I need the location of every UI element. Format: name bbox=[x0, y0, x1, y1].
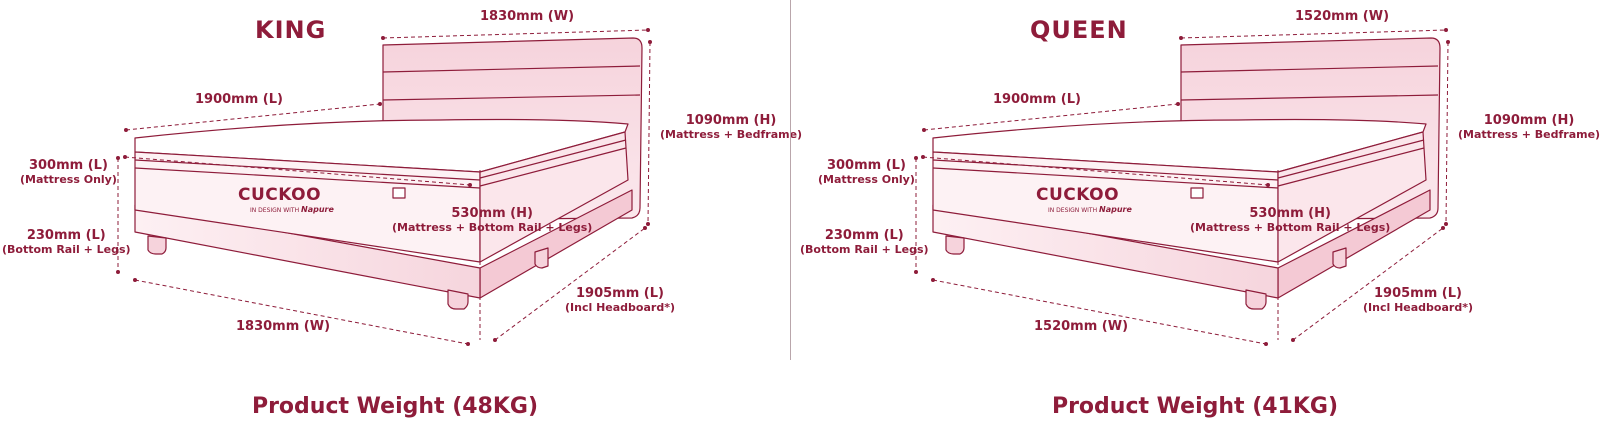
total-height-label: 1090mm (H) (Mattress + Bedframe) bbox=[660, 113, 803, 141]
king-bed-illustration bbox=[116, 28, 652, 346]
size-title: QUEEN bbox=[1030, 16, 1128, 44]
queen-panel: QUEEN 1520mm (W) 1900mm (L) 1090mm (H) (… bbox=[800, 0, 1600, 432]
rail-height-label: 230mm (L) (Bottom Rail + Legs) bbox=[2, 228, 131, 256]
brand-tagline: IN DESIGN WITH Napure bbox=[1048, 205, 1132, 214]
dim-total-height bbox=[1445, 41, 1449, 225]
panel-divider bbox=[790, 0, 791, 360]
mattress-side bbox=[1277, 131, 1427, 263]
brand-tagline: IN DESIGN WITH Napure bbox=[250, 205, 334, 214]
brand-logo: CUCKOO bbox=[238, 185, 322, 205]
length-label: 1900mm (L) bbox=[195, 92, 283, 107]
leg-front-right bbox=[447, 289, 469, 310]
queen-bed-illustration bbox=[914, 28, 1450, 346]
dim-total-height bbox=[647, 41, 651, 225]
king-panel: KING 1830mm (W) 1900mm (L) 1090mm (H) (M… bbox=[0, 0, 802, 432]
headboard-width-label: 1520mm (W) bbox=[1295, 9, 1390, 24]
front-height-label: 530mm (H) (Mattress + Bottom Rail + Legs… bbox=[392, 206, 593, 234]
dim-headboard-width bbox=[382, 29, 649, 39]
dim-mattress-top-edge bbox=[922, 156, 1269, 186]
front-width-label: 1830mm (W) bbox=[236, 319, 331, 334]
mattress-height-label: 300mm (L) (Mattress Only) bbox=[20, 158, 117, 186]
dim-side-length bbox=[494, 227, 646, 341]
front-height-label: 530mm (H) (Mattress + Bottom Rail + Legs… bbox=[1190, 206, 1391, 234]
leg-front-left bbox=[945, 235, 965, 255]
dim-length bbox=[125, 103, 381, 131]
leg-front-left bbox=[147, 235, 167, 255]
mattress-tag bbox=[1190, 187, 1204, 199]
dim-mattress-top-edge bbox=[124, 156, 471, 186]
front-width-label: 1520mm (W) bbox=[1034, 319, 1129, 334]
dim-front-width bbox=[134, 279, 469, 345]
total-height-label: 1090mm (H) (Mattress + Bedframe) bbox=[1458, 113, 1600, 141]
size-title: KING bbox=[255, 16, 327, 44]
dim-side-length bbox=[1292, 227, 1444, 341]
side-length-label: 1905mm (L) (Incl Headboard*) bbox=[1363, 286, 1473, 314]
product-weight: Product Weight (48KG) bbox=[251, 394, 539, 419]
product-weight: Product Weight (41KG) bbox=[1051, 394, 1339, 419]
dim-front-width bbox=[932, 279, 1267, 345]
leg-front-right bbox=[1245, 289, 1267, 310]
leg-back-right bbox=[1332, 247, 1347, 269]
dim-length bbox=[923, 103, 1179, 131]
leg-back-right bbox=[534, 247, 549, 269]
dim-headboard-width bbox=[1180, 29, 1447, 39]
mattress-side bbox=[479, 131, 629, 263]
brand-logo: CUCKOO bbox=[1036, 185, 1120, 205]
length-label: 1900mm (L) bbox=[993, 92, 1081, 107]
mattress-height-label: 300mm (L) (Mattress Only) bbox=[818, 158, 915, 186]
mattress-tag bbox=[392, 187, 406, 199]
side-length-label: 1905mm (L) (Incl Headboard*) bbox=[565, 286, 675, 314]
headboard-width-label: 1830mm (W) bbox=[480, 9, 575, 24]
rail-height-label: 230mm (L) (Bottom Rail + Legs) bbox=[800, 228, 929, 256]
